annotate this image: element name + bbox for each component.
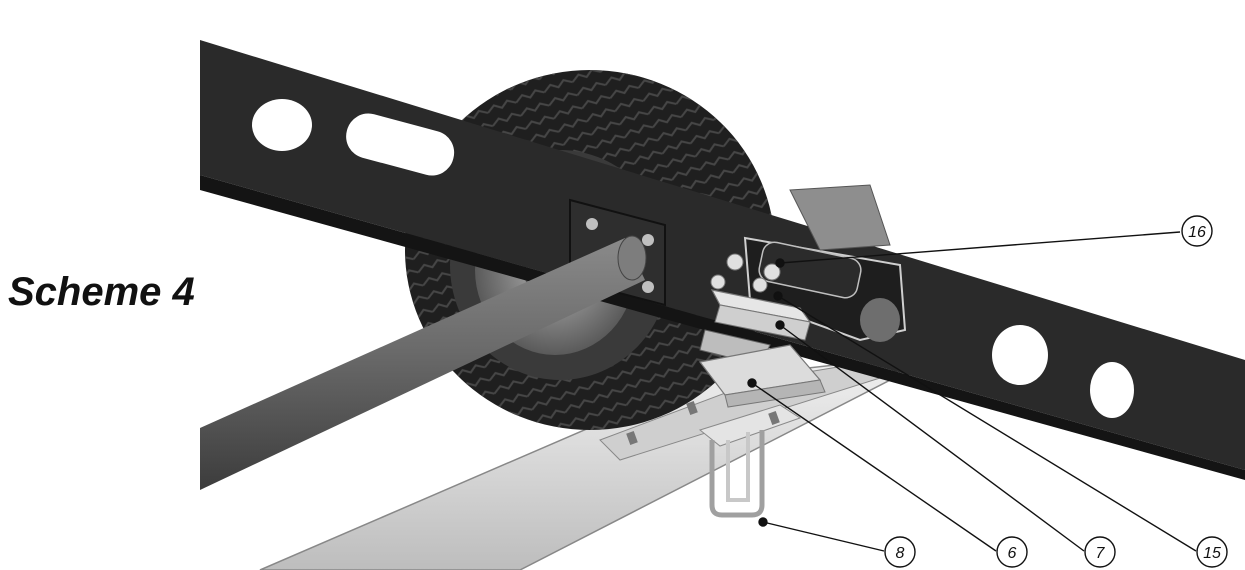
- leader-dot-6: [747, 378, 757, 388]
- scheme-title: Scheme 4: [8, 270, 195, 314]
- leader-line-8: [762, 521, 885, 552]
- callout-8: 8: [884, 536, 916, 568]
- callout-16: 16: [1181, 215, 1213, 247]
- callout-label-15: 15: [1203, 545, 1221, 562]
- callout-label-16: 16: [1188, 224, 1206, 241]
- leader-dot-7: [775, 320, 785, 330]
- callout-6: 6: [996, 536, 1028, 568]
- callout-label-8: 8: [896, 545, 905, 562]
- callout-leaders: [747, 231, 1197, 552]
- frame-hole: [252, 99, 312, 151]
- axle-tube: [200, 235, 647, 490]
- leader-line-6: [751, 382, 997, 552]
- frame-hole: [1090, 362, 1134, 418]
- leader-dot-16: [775, 258, 785, 268]
- frame-slot: [346, 113, 455, 176]
- leader-line-7: [779, 324, 1085, 552]
- clamp-plates: [698, 289, 826, 408]
- leader-dot-15: [773, 291, 783, 301]
- leader-line-15: [777, 295, 1197, 552]
- callout-label-7: 7: [1096, 545, 1106, 562]
- frame-hole: [992, 325, 1048, 385]
- leader-line-16: [779, 231, 1181, 264]
- spring-hanger: [743, 184, 907, 342]
- fastener-group: [710, 253, 781, 293]
- callout-7: 7: [1084, 536, 1116, 568]
- callout-15: 15: [1196, 536, 1228, 568]
- u-bolt: [709, 430, 765, 518]
- leader-dot-8: [758, 517, 768, 527]
- callout-label-6: 6: [1008, 545, 1017, 562]
- frame-rail: [200, 40, 1245, 480]
